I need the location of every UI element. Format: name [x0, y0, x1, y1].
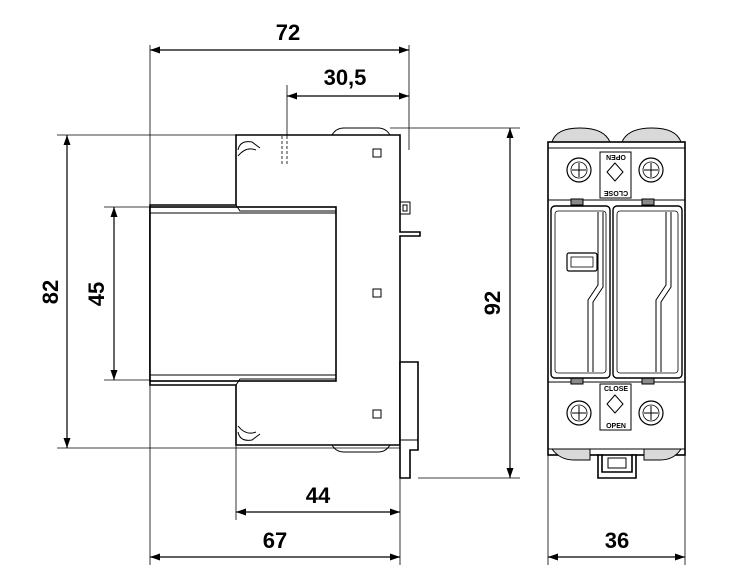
dim-45-label: 45: [84, 282, 109, 306]
dim-36-label: 36: [605, 528, 629, 553]
dim-30-5-label: 30,5: [324, 65, 367, 90]
dim-92-label: 92: [480, 291, 505, 315]
side-screw-square-3: [372, 409, 382, 419]
status-window: [566, 252, 598, 272]
dim-44-label: 44: [306, 483, 331, 508]
dimension-labels: 72 30,5 82 45 92 44 67 36: [38, 20, 629, 553]
front-view: OPEN CLOSE CLOSE OPEN: [547, 127, 686, 479]
dimension-lines: [63, 46, 685, 561]
module-left: [550, 205, 611, 379]
side-view: [149, 127, 421, 479]
dim-72-label: 72: [276, 20, 300, 45]
screw-top-left: [566, 157, 592, 183]
dim-67-label: 67: [263, 528, 287, 553]
din-clip: [399, 361, 419, 479]
front-din-latch: [597, 454, 637, 479]
label-open-bottom: OPEN: [606, 423, 626, 430]
dim-82-label: 82: [38, 280, 63, 304]
extension-lines: [57, 45, 686, 565]
screw-bottom-right: [638, 400, 664, 426]
side-screw-square-1: [372, 148, 382, 158]
side-front-cap: [149, 206, 337, 382]
screw-top-right: [638, 157, 664, 183]
label-close-top: CLOSE: [604, 189, 628, 196]
screw-bottom-left: [566, 400, 592, 426]
module-right: [612, 205, 683, 379]
label-close-bottom: CLOSE: [604, 386, 628, 393]
side-screw-square-2: [372, 288, 382, 298]
label-open-top: OPEN: [606, 153, 626, 160]
